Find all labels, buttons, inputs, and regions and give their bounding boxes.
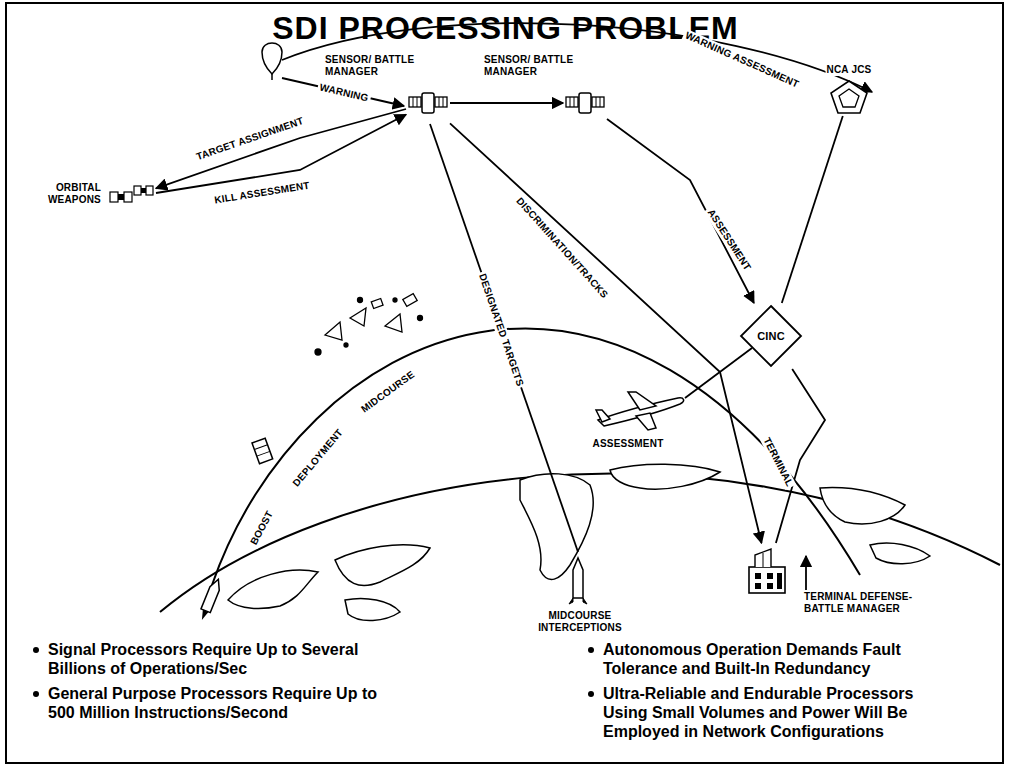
phase-label: BOOST	[247, 507, 277, 548]
connector-line	[607, 119, 754, 303]
trajectory-arc	[212, 329, 860, 585]
designated-targets-line	[430, 124, 578, 552]
bullet-text: General Purpose Processors Require Up to…	[48, 684, 388, 722]
signal-label: WARNING	[316, 81, 371, 105]
terminal-defense-site-shape	[745, 545, 791, 595]
sensor-satellite-shape	[565, 84, 605, 122]
sensor-satellite: SENSOR/ BATTLE MANAGER	[565, 84, 605, 122]
part-label: MIDCOURSE INTERCEPTIONS	[526, 610, 634, 634]
warning-sensor	[262, 43, 282, 80]
connector-line	[782, 116, 843, 303]
warning-line	[282, 78, 404, 106]
terminal-defense-site: TERMINAL DEFENSE- BATTLE MANAGER	[745, 545, 791, 595]
sensor-satellite-shape	[408, 84, 448, 122]
cinc-aircraft-line	[685, 348, 752, 398]
connector-line	[776, 369, 825, 543]
phase-label: TERMINAL	[760, 434, 797, 490]
landmasses	[228, 464, 930, 620]
node-label: ORBITAL WEAPONS	[36, 182, 102, 206]
signal-label: DESIGNATED TARGETS	[475, 270, 526, 389]
boost-missile	[197, 577, 223, 622]
node-label: TERMINAL DEFENSE- BATTLE MANAGER	[803, 591, 917, 615]
diagram-title: SDI PROCESSING PROBLEM	[0, 10, 1011, 47]
edge-label: TARGET ASSIGNMENT	[193, 114, 307, 163]
signal-label: WARNING ASSESSMENT	[681, 29, 802, 92]
edge-label: KILL ASSESSMENT	[211, 179, 312, 207]
edge-label: ASSESSMENT	[704, 205, 755, 274]
command-pentagon-shape	[830, 80, 868, 114]
connector-line	[450, 102, 563, 104]
aircraft	[596, 392, 684, 430]
orbital-weapon-icon-shape	[108, 184, 154, 210]
decision-diamond: CINC	[740, 305, 802, 367]
decoy-cluster	[315, 294, 423, 355]
bullet-text: Ultra-Reliable and Endurable Processors …	[603, 684, 923, 741]
frame	[6, 3, 1003, 763]
bullet-dot	[33, 691, 39, 697]
bullet-text: Autonomous Operation Demands Fault Toler…	[603, 640, 923, 678]
booster-stage	[252, 438, 273, 463]
sensor-satellite: SENSOR/ BATTLE MANAGER	[408, 84, 448, 122]
bullet-dot	[588, 691, 594, 697]
phase-label: DEPLOYMENT	[289, 425, 347, 491]
orbital-weapon-icon: ORBITAL WEAPONS	[108, 184, 154, 210]
midcourse-interceptor	[569, 558, 587, 604]
connector-line	[156, 115, 406, 194]
connector-line	[156, 109, 406, 188]
phase-label: MIDCOURSE	[357, 367, 418, 416]
edge-label: DISCRIMINATION/TRACKS	[512, 194, 611, 303]
node-label: SENSOR/ BATTLE MANAGER	[324, 54, 418, 78]
bullet-dot	[588, 647, 594, 653]
command-pentagon: NCA JCS	[830, 80, 868, 114]
interceptor-launch-arrow	[806, 556, 807, 590]
bullet-text: Signal Processors Require Up to Several …	[48, 640, 388, 678]
bullet-dot	[33, 647, 39, 653]
node-label: SENSOR/ BATTLE MANAGER	[483, 54, 577, 78]
connector-line	[450, 123, 762, 543]
node-label: CINC	[756, 330, 786, 342]
signal-label: ASSESSMENT	[591, 438, 666, 450]
node-label: NCA JCS	[826, 64, 873, 76]
